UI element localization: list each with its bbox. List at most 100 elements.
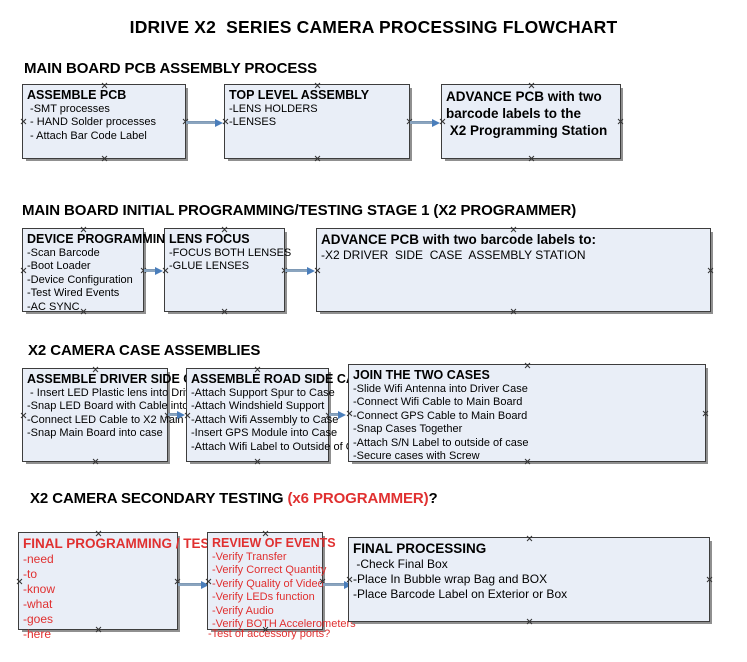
box-line: -Device Configuration [27,273,133,286]
process-box-lens-focus[interactable]: LENS FOCUS -FOCUS BOTH LENSES -GLUE LENS… [164,228,292,315]
section-heading-text: X2 CAMERA SECONDARY TESTING [30,490,288,507]
box-line: -Snap Cases Together [353,423,463,436]
connector-driver-side-case-to-road-side-case [168,410,185,419]
box-line: -Connect GPS Cable to Main Board [353,409,528,422]
box-line: -Verify BOTH Accelerometers [212,618,356,631]
resize-handle-left[interactable] [16,578,23,585]
resize-handle-right[interactable] [706,576,713,583]
process-box-advance-pcb-to-driver-side-case-station[interactable]: ADVANCE PCB with two barcode labels to: … [316,228,711,312]
connector-top-level-assembly-to-advance-pcb [410,118,440,127]
process-box-top-level-assembly[interactable]: TOP LEVEL ASSEMBLY -LENS HOLDERS -LENSES [224,84,410,159]
box-line: -Slide Wifi Antenna into Driver Case [353,382,528,395]
section-heading-main-board-initial-programming: MAIN BOARD INITIAL PROGRAMMING/TESTING S… [22,202,576,219]
resize-handle-left[interactable] [20,118,27,125]
process-box-join-the-two-cases[interactable]: JOIN THE TWO CASES -Slide Wifi Antenna i… [348,364,706,462]
section-heading-text: MAIN BOARD PCB ASSEMBLY PROCESS [24,60,318,77]
box-line: -here [23,627,52,641]
box-title: REVIEW OF EVENTS [212,536,336,550]
arrowhead-icon [432,118,440,127]
section-heading-text: MAIN BOARD INITIAL PROGRAMMING/TESTING S… [22,202,577,219]
resize-handle-bottom[interactable] [254,458,261,465]
arrowhead-icon [307,266,315,275]
box-line: -Verify Audio [212,604,274,617]
box-line: -X2 DRIVER SIDE CASE ASSEMBLY STATION [321,248,586,262]
box-line: -Insert GPS Module into Case [191,427,338,440]
box-title: ASSEMBLE PCB [27,88,127,102]
box-line: - Attach Bar Code Label [27,129,147,142]
resize-handle-right[interactable] [617,118,624,125]
process-box-assemble-road-side-case[interactable]: ASSEMBLE ROAD SIDE CASE -Attach Support … [186,368,372,465]
box-title: TOP LEVEL ASSEMBLY [229,88,370,102]
section-heading-tail: ? [428,490,438,507]
box-line: -know [23,582,56,596]
arrowhead-icon [338,410,346,419]
box-line: -Attach Wifi Assembly to Case [191,413,339,426]
arrowhead-icon [215,118,223,127]
box-line: -Scan Barcode [27,246,100,259]
resize-handle-bottom[interactable] [92,458,99,465]
connector-device-programming-to-lens-focus [144,266,163,275]
box-line: -Attach Windshield Support [191,400,325,413]
resize-handle-bottom[interactable] [526,618,533,625]
box-title: ADVANCE PCB with two barcode labels to: [321,232,597,247]
box-line: -Attach S/N Label to outside of case [353,436,529,449]
resize-handle-bottom[interactable] [528,155,535,162]
box-overflow-line-test-of-accessory-ports: -Test of accessory ports? [208,628,331,640]
box-line: -SMT processes [27,102,110,115]
section-heading-main-board-pcb-assembly: MAIN BOARD PCB ASSEMBLY PROCESS [24,60,317,77]
box-line: -Place Barcode Label on Exterior or Box [353,587,568,601]
box-line: -Check Final Box [353,557,448,571]
section-heading-text: X2 CAMERA CASE ASSEMBLIES [28,342,261,359]
process-box-assemble-driver-side-case[interactable]: ASSEMBLE DRIVER SIDE CASE - Insert LED P… [20,368,230,465]
box-line: -Snap LED Board with Cable into Case [27,400,218,413]
box-line: -Secure cases with Screw [353,450,480,463]
process-box-final-processing[interactable]: FINAL PROCESSING -Check Final Box -Place… [348,537,710,622]
box-line: - HAND Solder processes [27,116,156,129]
resize-handle-bottom[interactable] [314,155,321,162]
process-box-review-of-events[interactable]: REVIEW OF EVENTS -Verify Transfer -Verif… [207,532,356,631]
box-title: FINAL PROGRAMMING / TESTING [23,536,242,551]
box-line: -Verify Quality of Video [212,577,324,590]
box-title: JOIN THE TWO CASES [353,368,490,382]
box-line: -Connect LED Cable to X2 Main Board [27,413,216,426]
box-line: -Verify LEDs function [212,591,315,604]
process-box-assemble-pcb[interactable]: ASSEMBLE PCB -SMT processes - HAND Solde… [22,84,186,159]
resize-handle-right[interactable] [707,267,714,274]
box-line: -Attach Support Spur to Case [191,386,335,399]
box-title: DEVICE PROGRAMMING [27,232,175,246]
resize-handle-bottom[interactable] [510,308,517,315]
resize-handle-left[interactable] [20,267,27,274]
box-title: ASSEMBLE DRIVER SIDE CASE [27,372,219,386]
box-line: - Insert LED Plastic lens into Driver Ca… [27,386,230,399]
resize-handle-left[interactable] [20,412,27,419]
page-title: IDRIVE X2 SERIES CAMERA PROCESSING FLOWC… [129,17,618,37]
resize-handle-bottom[interactable] [101,155,108,162]
box-line: -what [23,597,53,611]
box-title: ASSEMBLE ROAD SIDE CASE [191,372,372,386]
resize-handle-left[interactable] [346,410,353,417]
box-line: -LENS HOLDERS [229,102,318,115]
process-box-device-programming[interactable]: DEVICE PROGRAMMING -Scan Barcode -Boot L… [20,228,175,313]
box-title: FINAL PROCESSING [353,541,487,556]
box-line: -FOCUS BOTH LENSES [169,246,292,259]
section-heading-x2-camera-secondary-testing: X2 CAMERA SECONDARY TESTING (x6 PROGRAMM… [30,490,438,507]
resize-handle-right[interactable] [702,410,709,417]
box-line: -LENSES [229,116,277,129]
box-line: -Place In Bubble wrap Bag and BOX [353,572,548,586]
box-line: -Attach Wifi Label to Outside of Case [191,440,372,453]
arrowhead-icon [177,410,185,419]
arrowhead-icon [201,580,209,589]
process-box-advance-pcb-to-programming-station[interactable]: ADVANCE PCB with two barcode labels to t… [441,84,621,159]
box-title: ADVANCE PCB with two barcode labels to t… [446,89,608,138]
section-heading-x2-camera-case-assemblies: X2 CAMERA CASE ASSEMBLIES [28,342,260,359]
box-line: -GLUE LENSES [169,260,250,273]
box-line: -Test Wired Events [27,287,120,300]
connector-final-programming-to-review-of-events [178,580,209,589]
connector-road-side-case-to-join-two-cases [329,410,346,419]
process-box-final-programming-testing[interactable]: FINAL PROGRAMMING / TESTING -need -to -k… [16,532,242,641]
box-line: -Connect Wifi Cable to Main Board [353,396,523,409]
connector-lens-focus-to-advance-pcb [285,266,315,275]
box-line: -need [23,552,54,566]
resize-handle-bottom[interactable] [221,308,228,315]
